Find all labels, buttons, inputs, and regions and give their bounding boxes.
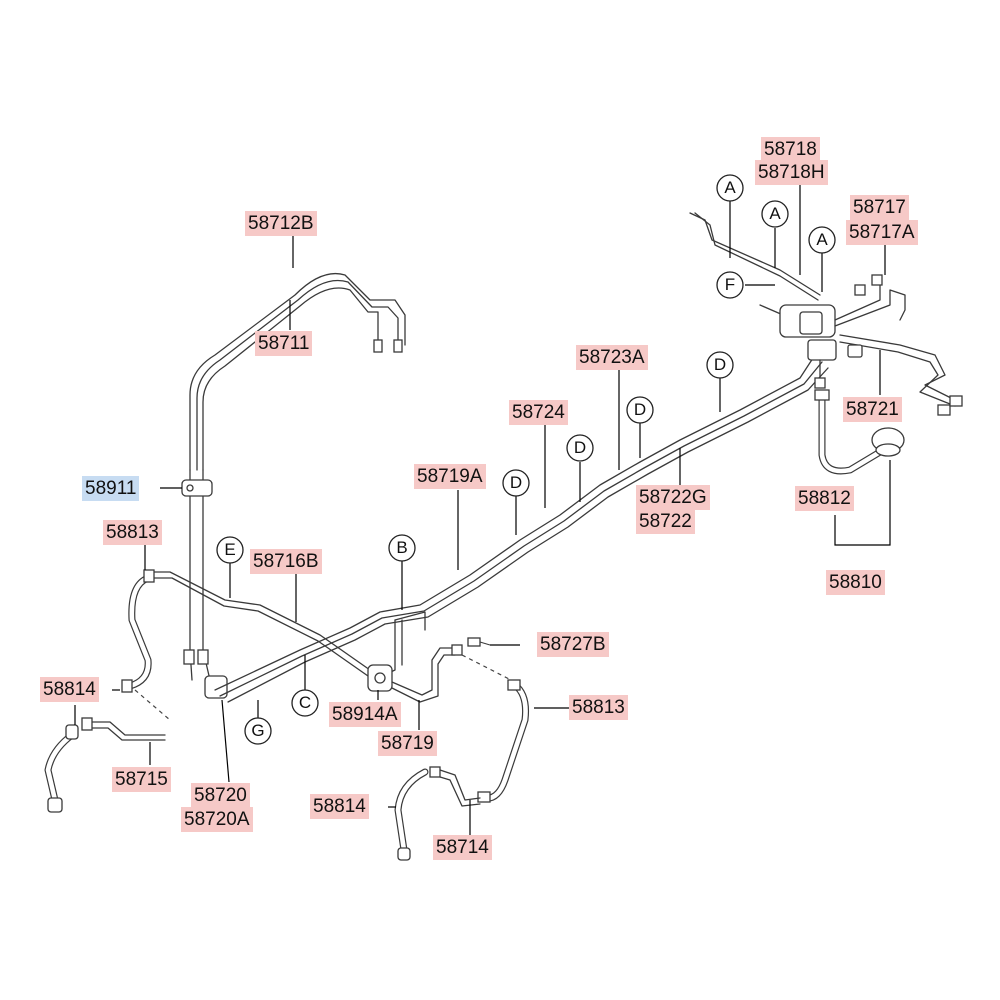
- brake-hose-58814-left: [44, 724, 79, 813]
- junction-58720: [183, 649, 228, 699]
- part-label-58813-right: 58813: [569, 695, 628, 720]
- reservoir-hose-58812: [814, 389, 905, 475]
- part-label-58717A: 58717A: [846, 220, 918, 245]
- ref-marker-d2: D: [633, 400, 647, 419]
- ref-marker-c: C: [298, 693, 312, 712]
- ref-marker-g: G: [251, 721, 265, 740]
- ref-marker-e: E: [224, 540, 236, 559]
- part-label-58812: 58812: [795, 486, 854, 511]
- part-label-58722: 58722: [636, 509, 695, 534]
- brake-pipe-58719: [391, 644, 463, 703]
- part-label-58711: 58711: [255, 331, 313, 356]
- part-label-58718: 58718: [761, 137, 820, 162]
- ref-marker-b: B: [396, 538, 408, 557]
- reference-circles: [216, 174, 836, 745]
- part-label-58911: 58911: [82, 476, 140, 501]
- ref-marker-a2: A: [769, 204, 781, 223]
- ref-marker-a3: A: [816, 230, 828, 249]
- part-label-58719A: 58719A: [414, 464, 486, 489]
- part-label-58718H: 58718H: [755, 160, 828, 185]
- part-label-58712B: 58712B: [245, 211, 317, 236]
- part-label-58714: 58714: [433, 835, 492, 860]
- part-label-58914A: 58914A: [329, 702, 401, 727]
- ref-marker-f: F: [724, 275, 736, 294]
- ref-marker-d4: D: [509, 473, 523, 492]
- part-label-58814-right: 58814: [310, 794, 369, 819]
- clip-58727B: [467, 637, 491, 647]
- brake-pipe-58716B: [149, 571, 391, 687]
- part-label-58814-left: 58814: [40, 677, 99, 702]
- part-label-58810: 58810: [826, 570, 885, 595]
- part-label-58719: 58719: [378, 731, 437, 756]
- dashed-connectors: [134, 654, 516, 721]
- part-label-58720: 58720: [191, 783, 250, 808]
- main-pipe-bundle: [214, 354, 829, 703]
- vertical-pipes-left: [189, 469, 211, 681]
- ref-marker-a1: A: [724, 178, 736, 197]
- brake-hose-58814-right: [394, 768, 429, 861]
- part-label-58715: 58715: [112, 767, 171, 792]
- ref-marker-d3: D: [573, 438, 587, 457]
- brake-hose-58813-right: [477, 679, 529, 803]
- part-label-58721: 58721: [843, 397, 902, 422]
- part-label-58717: 58717: [850, 195, 909, 220]
- pipe-clip-58911: [181, 479, 213, 497]
- brake-module-58718: [689, 212, 963, 416]
- leader-lines: [74, 185, 891, 835]
- part-label-58723A: 58723A: [576, 345, 648, 370]
- part-label-58727B: 58727B: [537, 632, 609, 657]
- part-label-58722G: 58722G: [636, 485, 710, 510]
- brake-pipe-58715: [81, 717, 166, 741]
- part-label-58724: 58724: [509, 400, 568, 425]
- brake-pipe-58712B: [189, 272, 406, 471]
- fitting-58914A: [367, 664, 393, 692]
- brake-pipe-58714: [429, 766, 481, 807]
- brake-hose-58813-left: [121, 569, 155, 693]
- part-label-58813-left: 58813: [103, 520, 162, 545]
- ref-marker-d1: D: [713, 355, 727, 374]
- part-label-58720A: 58720A: [181, 807, 253, 832]
- part-label-58716B: 58716B: [250, 549, 322, 574]
